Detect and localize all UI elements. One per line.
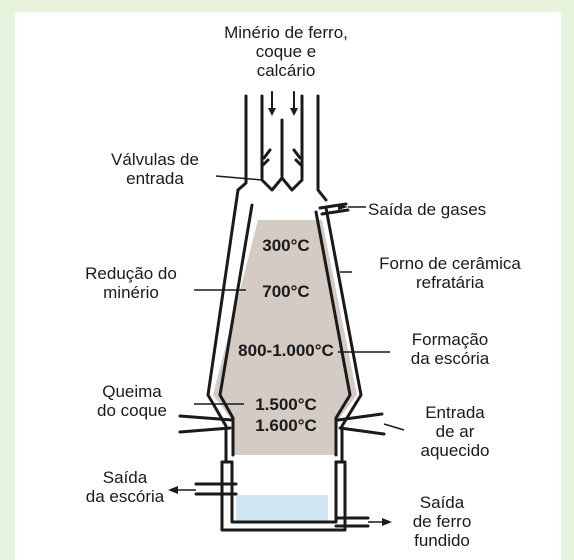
hearth-walls <box>220 460 347 532</box>
label-valves-line1: Válvulas de <box>111 150 199 169</box>
furnace-shell-left-outer <box>206 188 240 464</box>
label-slag-exit-line1: Saída <box>102 468 148 487</box>
label-refractory: Forno de cerâmica refratária <box>352 254 548 292</box>
label-valves-line2: entrada <box>126 169 184 188</box>
chute-left-outer <box>236 94 248 192</box>
furnace-shell-right-inner <box>314 210 352 457</box>
valve-flap-left <box>260 148 272 168</box>
label-ore-reduction-line2: minério <box>103 283 159 302</box>
label-refractory-line1: Forno de cerâmica <box>379 254 521 273</box>
temperature-700: 700°C <box>262 282 310 301</box>
input-arrow-left-head <box>268 108 276 116</box>
furnace-charge-fill <box>213 220 357 455</box>
label-coke-burning-line2: do coque <box>97 401 167 420</box>
label-input-line3: calcário <box>256 61 316 80</box>
furnace-shell-left-inner <box>218 203 254 457</box>
chute-right-outer <box>316 94 328 202</box>
label-hot-air: Entrada de ar aquecido <box>400 403 510 460</box>
label-hot-air-line2: de ar <box>435 422 475 441</box>
label-input-line2: coque e <box>255 42 317 61</box>
label-refractory-line2: refratária <box>415 273 485 292</box>
input-arrow-right-head <box>290 108 298 116</box>
label-hot-air-line1: Entrada <box>425 403 485 422</box>
label-ore-reduction-line1: Redução do <box>85 264 177 283</box>
label-gas-exit: Saída de gases <box>368 200 487 219</box>
label-valves: Válvulas de entrada <box>90 150 220 188</box>
label-coke-burning: Queima do coque <box>72 382 192 420</box>
temperature-1500: 1.500°C <box>255 395 317 414</box>
leader-slag-arrowhead <box>168 486 178 494</box>
valve-flap-right <box>292 148 304 168</box>
leader-valves <box>215 175 263 181</box>
leader-iron-arrowhead <box>382 518 392 526</box>
label-iron-exit-line1: Saída <box>419 493 465 512</box>
leader-hot-air <box>383 423 405 431</box>
temperature-300: 300°C <box>262 236 310 255</box>
label-slag-exit: Saída da escória <box>70 468 180 506</box>
slag-tap-pipe <box>194 482 238 496</box>
temperature-800-1000: 800-1.000°C <box>238 341 334 360</box>
tuyere-right <box>336 412 386 436</box>
label-input-line1: Minério de ferro, <box>224 23 348 42</box>
label-coke-burning-line1: Queima <box>102 382 162 401</box>
label-iron-exit: Saída de ferro fundido <box>392 493 492 550</box>
label-slag-exit-line2: da escória <box>85 487 165 506</box>
label-slag-formation: Formação da escória <box>390 330 510 368</box>
furnace-shell-right-outer <box>324 206 363 464</box>
temperature-1600: 1.600°C <box>255 416 317 435</box>
tuyere-left <box>178 414 234 434</box>
iron-tap-pipe <box>334 516 370 528</box>
label-iron-exit-line2: de ferro <box>412 512 472 531</box>
molten-iron-fill <box>236 495 328 523</box>
label-slag-formation-line1: Formação <box>411 330 489 349</box>
valve-left <box>260 176 284 192</box>
label-input: Minério de ferro, coque e calcário <box>196 23 376 80</box>
hearth-inner <box>230 460 338 524</box>
valve-right <box>280 176 304 192</box>
gas-outlet-pipe <box>318 202 350 216</box>
label-ore-reduction: Redução do minério <box>66 264 196 302</box>
label-iron-exit-line3: fundido <box>414 531 470 550</box>
label-hot-air-line3: aquecido <box>420 441 490 460</box>
leader-gas-arrowhead <box>338 204 348 210</box>
label-slag-formation-line2: da escória <box>410 349 490 368</box>
